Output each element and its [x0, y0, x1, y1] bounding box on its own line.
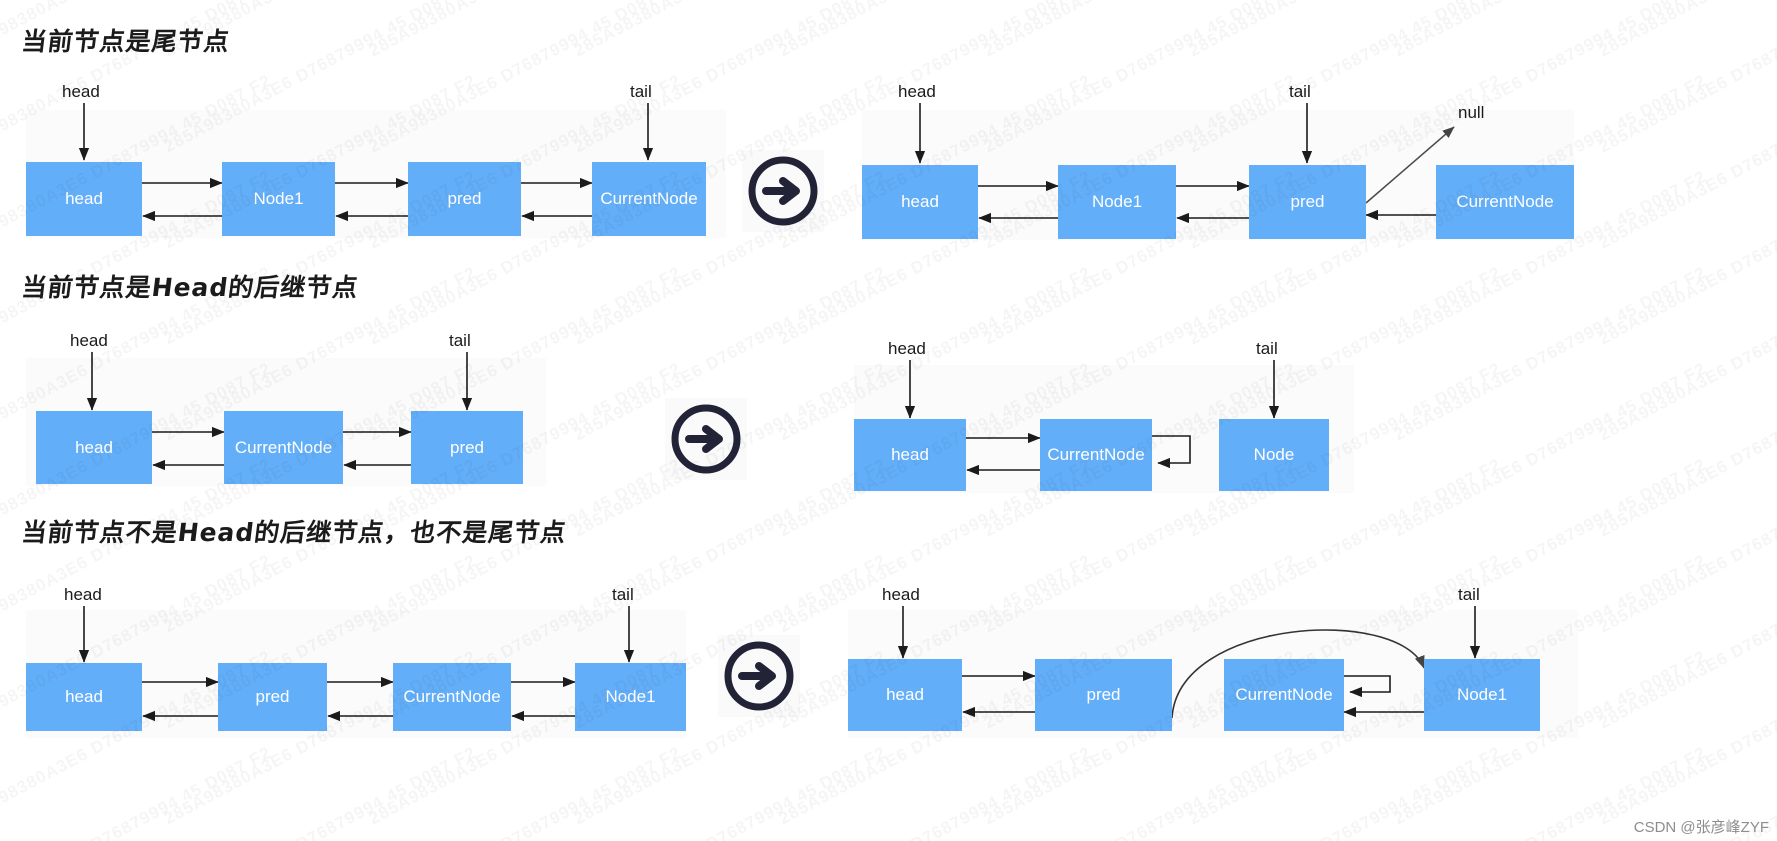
- pointer-label-head: head: [888, 339, 926, 358]
- pointer-label-head: head: [62, 82, 100, 101]
- node-head[interactable]: head: [854, 419, 966, 491]
- node-currentnode[interactable]: CurrentNode: [1224, 659, 1344, 731]
- node-pred[interactable]: pred: [408, 162, 521, 236]
- pointer-label-tail: tail: [449, 331, 471, 350]
- circle-right-arrow-icon: [742, 150, 824, 232]
- node-pred[interactable]: pred: [411, 411, 523, 484]
- pointer-label-tail: tail: [630, 82, 652, 101]
- edges-section-1: [78, 103, 1455, 224]
- pointer-label-head: head: [898, 82, 936, 101]
- node-currentnode[interactable]: CurrentNode: [592, 162, 706, 236]
- section-heading-2: 当前节点是Head的后继节点: [20, 273, 361, 302]
- node-currentnode[interactable]: CurrentNode: [393, 663, 511, 731]
- null-label: null: [1458, 103, 1485, 122]
- node-head[interactable]: head: [36, 411, 152, 484]
- node-node1[interactable]: Node1: [1058, 165, 1176, 239]
- circle-right-arrow-icon: [665, 398, 747, 480]
- node-node[interactable]: Node: [1219, 419, 1329, 491]
- node-currentnode[interactable]: CurrentNode: [1436, 165, 1574, 239]
- circle-right-arrow-icon: [718, 635, 800, 717]
- pointer-label-tail: tail: [1458, 585, 1480, 604]
- pointer-label-head: head: [64, 585, 102, 604]
- node-head[interactable]: head: [862, 165, 978, 239]
- section-heading-1: 当前节点是尾节点: [20, 27, 232, 56]
- node-head[interactable]: head: [848, 659, 962, 731]
- node-currentnode[interactable]: CurrentNode: [1040, 419, 1152, 491]
- pointer-label-head: head: [882, 585, 920, 604]
- credit-watermark: CSDN @张彦峰ZYF: [1633, 819, 1769, 836]
- pointer-label-tail: tail: [612, 585, 634, 604]
- pointer-label-tail: tail: [1256, 339, 1278, 358]
- node-pred[interactable]: pred: [218, 663, 327, 731]
- pointer-label-head: head: [70, 331, 108, 350]
- node-node1[interactable]: Node1: [222, 162, 335, 236]
- section-heading-3: 当前节点不是Head的后继节点，也不是尾节点: [20, 518, 569, 547]
- node-node1[interactable]: Node1: [1424, 659, 1540, 731]
- node-head[interactable]: head: [26, 162, 142, 236]
- node-pred[interactable]: pred: [1035, 659, 1172, 731]
- pointer-label-tail: tail: [1289, 82, 1311, 101]
- node-pred[interactable]: pred: [1249, 165, 1366, 239]
- node-currentnode[interactable]: CurrentNode: [224, 411, 343, 484]
- node-head[interactable]: head: [26, 663, 142, 731]
- node-node1[interactable]: Node1: [575, 663, 686, 731]
